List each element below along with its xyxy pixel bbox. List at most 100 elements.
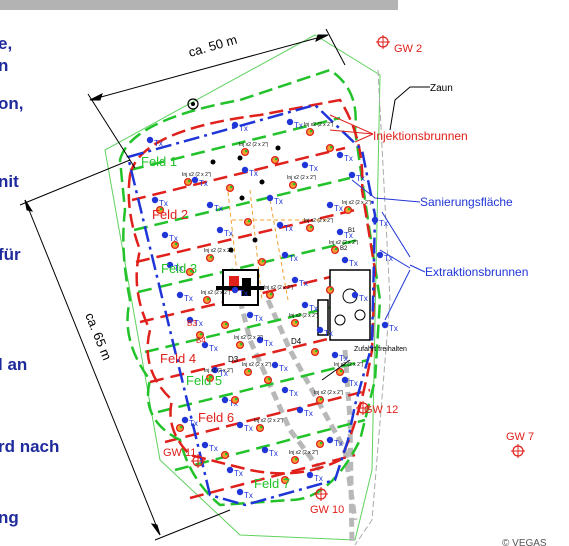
field-2-label: Feld 2 — [152, 207, 188, 222]
injection-well-dot-8 — [347, 207, 351, 211]
tx-label-41: Tx — [209, 444, 218, 453]
extraction-well-20 — [341, 256, 349, 264]
field-contour-red — [127, 98, 377, 475]
injection-well-3 — [270, 155, 280, 165]
extraction-well-24 — [351, 291, 359, 299]
injection-well-22 — [235, 340, 245, 350]
injection-well-dot-7 — [159, 207, 163, 211]
tx-label-21: Tx — [184, 294, 193, 303]
extraction-well-26 — [186, 316, 194, 324]
injection-well-dot-35 — [319, 441, 323, 445]
injection-well-dot-20 — [294, 320, 298, 324]
injection-well-19 — [220, 320, 230, 330]
extraction-well-35 — [221, 396, 229, 404]
building-block — [216, 269, 264, 306]
injection-well-12 — [205, 253, 215, 263]
zufahrt-label: Zufahrt freihalten — [354, 346, 407, 353]
injection-well-34 — [243, 367, 253, 377]
inj-label-16: Inj x2 (2 x 2") — [264, 285, 294, 291]
tx-label-22: Tx — [239, 289, 248, 298]
extraction-well-11 — [326, 201, 334, 209]
extraction-well-5 — [241, 166, 249, 174]
gw-12-marker — [356, 401, 370, 415]
gw-2-marker — [376, 35, 390, 49]
extraction-well-9 — [206, 201, 214, 209]
gw-10-label: GW 10 — [310, 504, 344, 516]
tx-label-13: Tx — [169, 234, 178, 243]
tx-label-30: Tx — [264, 339, 273, 348]
extraction-well-38 — [181, 416, 189, 424]
tx-label-15: Tx — [284, 224, 293, 233]
extraction-well-2 — [336, 151, 344, 159]
injection-well-28 — [315, 395, 325, 405]
dimension-width — [87, 28, 346, 169]
injection-well-dot-12 — [209, 255, 213, 259]
sample-point-4 — [252, 237, 258, 243]
injection-well-dot-14 — [334, 247, 338, 251]
injection-well-dot-17 — [329, 287, 333, 291]
tx-label-25: Tx — [389, 324, 398, 333]
inj-label-6: Inj x2 (2 x 2") — [287, 175, 317, 181]
title-bar — [0, 0, 398, 10]
extraction-well-34 — [331, 351, 339, 359]
tx-label-10: Tx — [274, 197, 283, 206]
tx-label-37: Tx — [349, 379, 358, 388]
tx-label-9: Tx — [214, 204, 223, 213]
injection-well-31 — [220, 450, 230, 460]
extraction-well-40 — [296, 406, 304, 414]
injection-well-8 — [343, 205, 353, 215]
extraction-well-33 — [271, 361, 279, 369]
injection-well-17 — [325, 285, 335, 295]
injection-well-26 — [335, 367, 345, 377]
inj-label-8: Inj x2 (2 x 2") — [342, 200, 372, 206]
extraction-well-42 — [261, 446, 269, 454]
tx-label-24: Tx — [359, 294, 368, 303]
inj-label-22: Inj x2 (2 x 2") — [234, 335, 264, 341]
extraction-well-4 — [191, 176, 199, 184]
extraction-well-45 — [306, 471, 314, 479]
tx-label-29: Tx — [209, 344, 218, 353]
injection-well-23 — [310, 347, 320, 357]
tx-label-46: Tx — [244, 491, 253, 500]
extraction-well-32 — [211, 366, 219, 374]
injection-well-16 — [265, 290, 275, 300]
injection-well-dot-23 — [314, 349, 318, 353]
injection-well-dot-16 — [269, 292, 273, 296]
dimension-length — [19, 159, 231, 541]
extraction-well-41 — [201, 441, 209, 449]
width-dimension-label: ca. 50 m — [187, 32, 239, 60]
inj-label-4: Inj x2 (2 x 2") — [182, 172, 212, 178]
tx-label-43: Tx — [334, 439, 343, 448]
injection-well-20 — [290, 318, 300, 328]
injection-well-dot-10 — [309, 225, 313, 229]
injection-well-18 — [202, 295, 212, 305]
tx-label-40: Tx — [304, 409, 313, 418]
inj-label-10: Inj x2 (2 x 2") — [304, 218, 334, 224]
extraction-well-14 — [216, 226, 224, 234]
sample-point-5 — [228, 247, 234, 253]
extraction-well-22 — [231, 286, 239, 294]
extraction-well-46 — [236, 488, 244, 496]
d3-label: D3 — [228, 355, 239, 364]
tx-label-33: Tx — [279, 364, 288, 373]
injection-well-dot-24 — [209, 375, 213, 379]
gw-7-marker — [511, 444, 525, 458]
injection-well-dot-4 — [187, 179, 191, 183]
injection-well-32 — [290, 455, 300, 465]
injection-well-11 — [170, 240, 180, 250]
injection-well-10 — [305, 223, 315, 233]
field-4-label: Feld 4 — [160, 351, 196, 366]
slide-text-line-4: nit — [0, 172, 19, 191]
extraction-well-31 — [316, 326, 324, 334]
extraction-well-8 — [151, 196, 159, 204]
injection-well-0 — [305, 127, 315, 137]
extraction-well-19 — [281, 251, 289, 259]
injection-well-dot-9 — [247, 219, 251, 223]
field-1-label: Feld 1 — [141, 154, 177, 169]
injection-well-dot-28 — [319, 397, 323, 401]
slide-text-line-5: für — [0, 245, 21, 264]
tx-label-18: Tx — [174, 264, 183, 273]
inj-label-30: Inj x2 (2 x 2") — [254, 418, 284, 424]
sanierungsflaeche-label: Sanierungsfläche — [420, 195, 513, 209]
